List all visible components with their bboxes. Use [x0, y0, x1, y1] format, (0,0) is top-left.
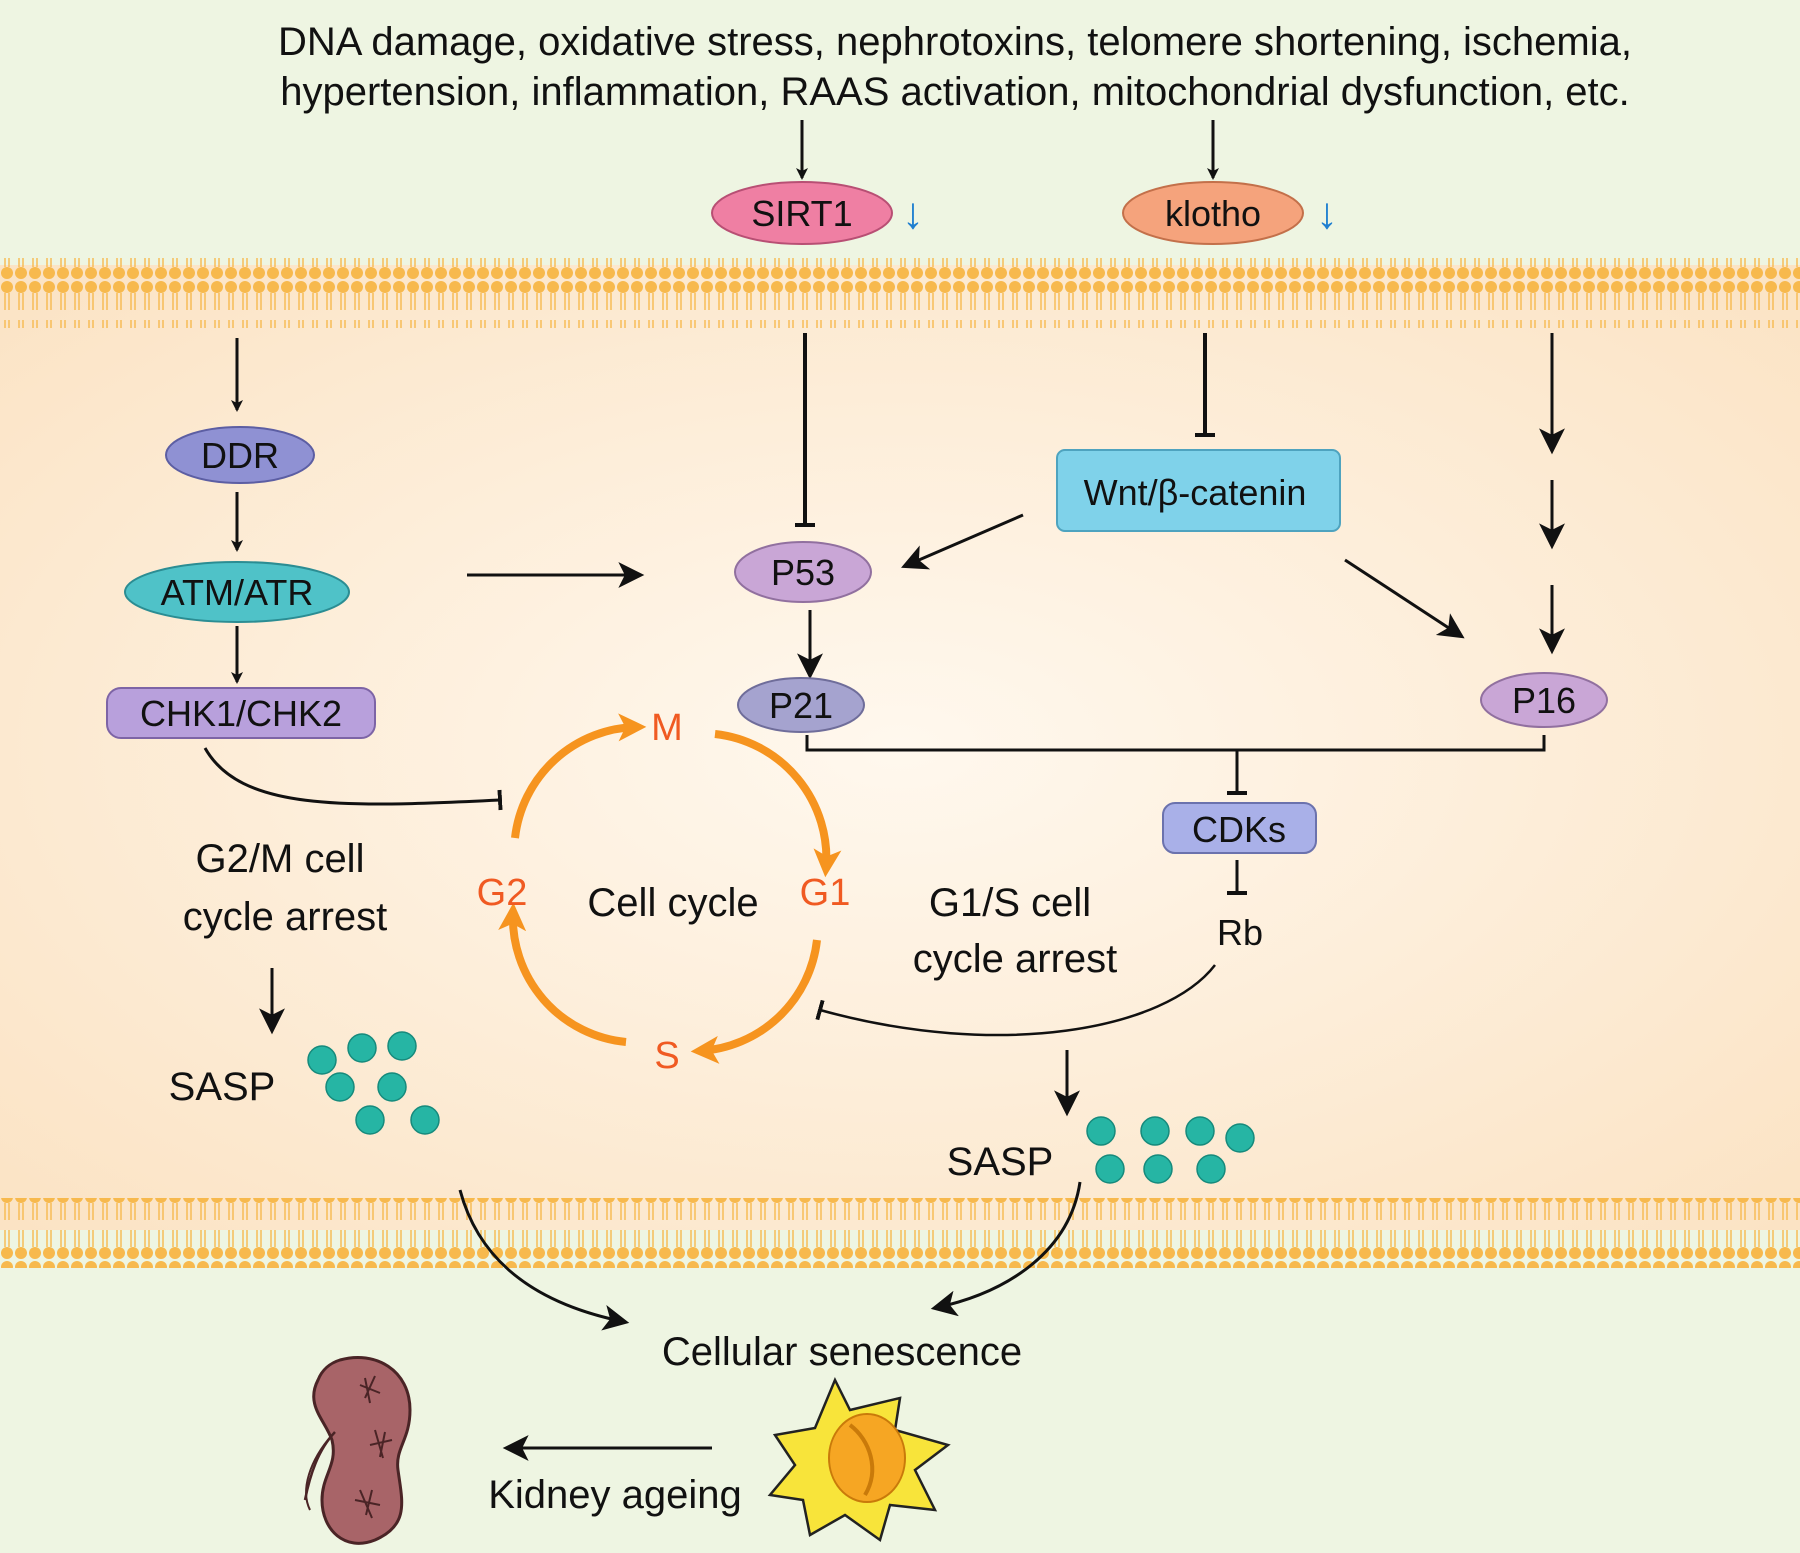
cycle-arc-m-g1 — [714, 730, 842, 878]
p53-label: P53 — [771, 552, 835, 593]
sasp-particle — [1140, 1116, 1170, 1146]
sasp-particle — [325, 1072, 355, 1102]
phase-s-label: S — [654, 1035, 679, 1077]
atm-atr-node: ATM/ATR — [124, 561, 350, 623]
arrow-sasp-right-to-senescence — [930, 1181, 1082, 1317]
ddr-node: DDR — [165, 426, 315, 484]
klotho-node: klotho — [1122, 181, 1304, 245]
kidney-ageing-label: Kidney ageing — [488, 1473, 742, 1517]
phase-m-label: M — [651, 707, 683, 749]
cdks-node: CDKs — [1162, 802, 1317, 854]
inhibit-rb-to-cycle — [815, 964, 1216, 1037]
atm-atr-label: ATM/ATR — [161, 572, 314, 613]
sirt1-label: SIRT1 — [751, 193, 852, 234]
cycle-arc-g2-m — [511, 713, 647, 839]
sasp-particle — [1086, 1116, 1116, 1146]
arrow-wnt-to-p16 — [1344, 558, 1465, 639]
arrow-wnt-to-p53 — [901, 513, 1024, 570]
kidney-icon — [303, 1355, 412, 1545]
p16-label: P16 — [1512, 680, 1576, 721]
cell-cycle: M G1 S G2 Cell cycle — [477, 707, 851, 1077]
sasp-particle — [307, 1045, 337, 1075]
g1s-arrest-line2: cycle arrest — [913, 937, 1118, 981]
chk-node: CHK1/CHK2 — [106, 687, 376, 739]
sasp-particle — [1095, 1154, 1125, 1184]
sasp-left-label: SASP — [169, 1065, 276, 1109]
sasp-particle — [355, 1105, 385, 1135]
cycle-arc-g1-s — [690, 939, 821, 1064]
sasp-particle — [410, 1105, 440, 1135]
p53-node: P53 — [734, 541, 872, 603]
sasp-right-particles — [1086, 1116, 1255, 1184]
p21-label: P21 — [769, 685, 833, 726]
phase-g2-label: G2 — [477, 872, 528, 914]
membrane-top — [0, 258, 1800, 328]
g2m-arrest-line2: cycle arrest — [183, 895, 388, 939]
senescent-cell-icon — [767, 1376, 951, 1543]
sasp-particle — [1143, 1154, 1173, 1184]
membrane-bottom — [0, 1198, 1800, 1268]
stressors-line2: hypertension, inflammation, RAAS activat… — [280, 70, 1630, 114]
sirt1-node: SIRT1 — [711, 181, 893, 245]
cycle-arc-s-g2 — [498, 902, 627, 1046]
p16-node: P16 — [1480, 672, 1608, 728]
sasp-particle — [377, 1072, 407, 1102]
cell-cycle-label: Cell cycle — [587, 881, 758, 925]
sasp-particle — [347, 1033, 377, 1063]
wnt-node: Wnt/β-catenin — [1056, 449, 1341, 532]
wnt-label: Wnt/β-catenin — [1084, 472, 1307, 513]
klotho-label: klotho — [1165, 193, 1261, 234]
sasp-particle — [1185, 1116, 1215, 1146]
g2m-arrest-line1: G2/M cell — [196, 837, 365, 881]
sasp-particle — [1225, 1123, 1255, 1153]
sirt1-down-arrow-icon: ↓ — [902, 189, 924, 238]
cdks-label: CDKs — [1192, 809, 1286, 850]
sasp-particle — [1196, 1154, 1226, 1184]
stressors-line1: DNA damage, oxidative stress, nephrotoxi… — [278, 20, 1632, 64]
arrow-sasp-left-to-senescence — [458, 1189, 630, 1331]
sasp-particle — [387, 1031, 417, 1061]
inhibit-chk-to-cycle — [203, 747, 503, 811]
cytoplasm — [0, 265, 1800, 1230]
ddr-label: DDR — [201, 435, 279, 476]
p21-node: P21 — [737, 677, 865, 733]
klotho-down-arrow-icon: ↓ — [1316, 189, 1338, 238]
phase-g1-label: G1 — [800, 872, 851, 914]
sasp-right-label: SASP — [947, 1140, 1054, 1184]
sasp-left-particles — [307, 1031, 440, 1135]
chk-label: CHK1/CHK2 — [140, 693, 342, 734]
rb-label: Rb — [1217, 912, 1263, 953]
g1s-arrest-line1: G1/S cell — [929, 881, 1091, 925]
senescence-label: Cellular senescence — [662, 1330, 1022, 1374]
p21-p16-bracket — [805, 735, 1546, 752]
